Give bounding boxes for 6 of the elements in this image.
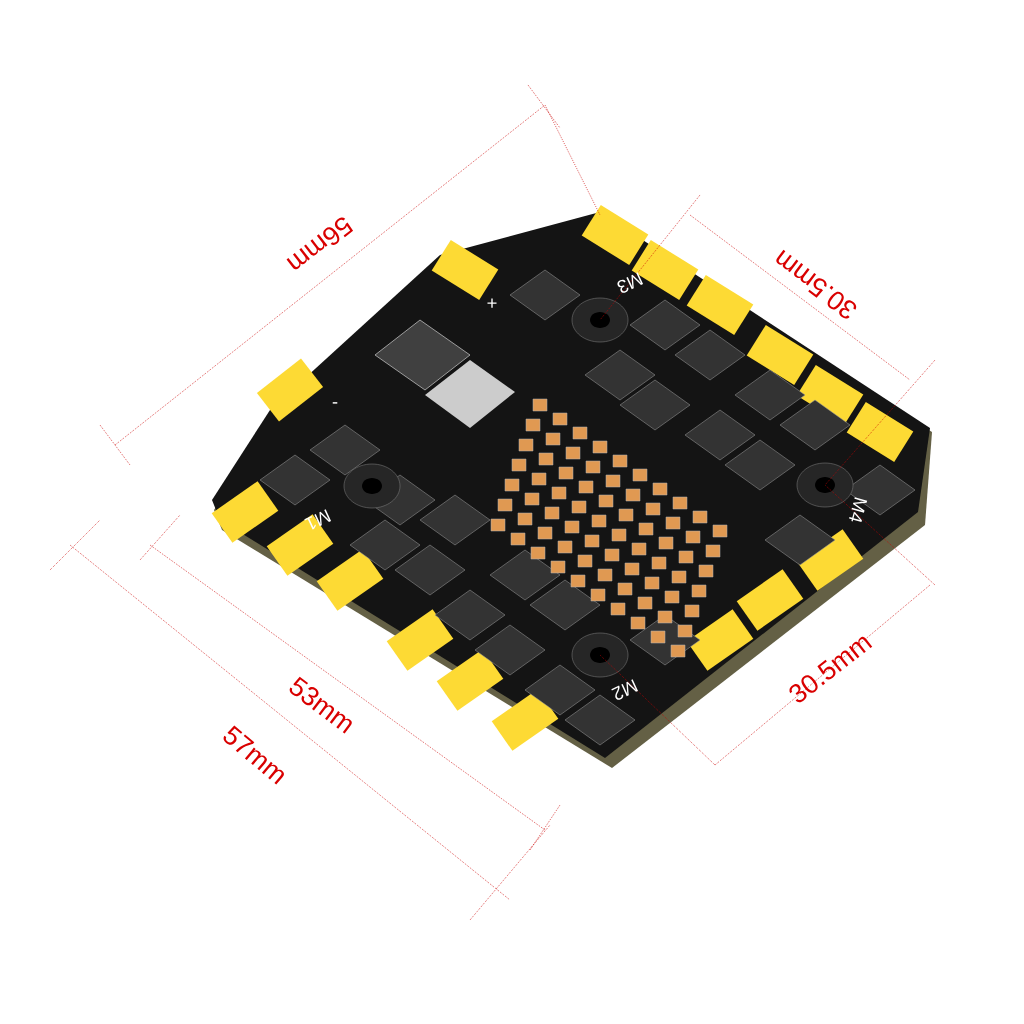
silkscreen-label: M3 [617, 272, 644, 293]
silkscreen-label: + [487, 298, 497, 308]
silkscreen-label: M4 [849, 497, 868, 522]
silkscreen-label: M1 [304, 509, 332, 530]
silkscreen-label: - [332, 402, 338, 404]
silkscreen-label: M2 [611, 679, 639, 700]
